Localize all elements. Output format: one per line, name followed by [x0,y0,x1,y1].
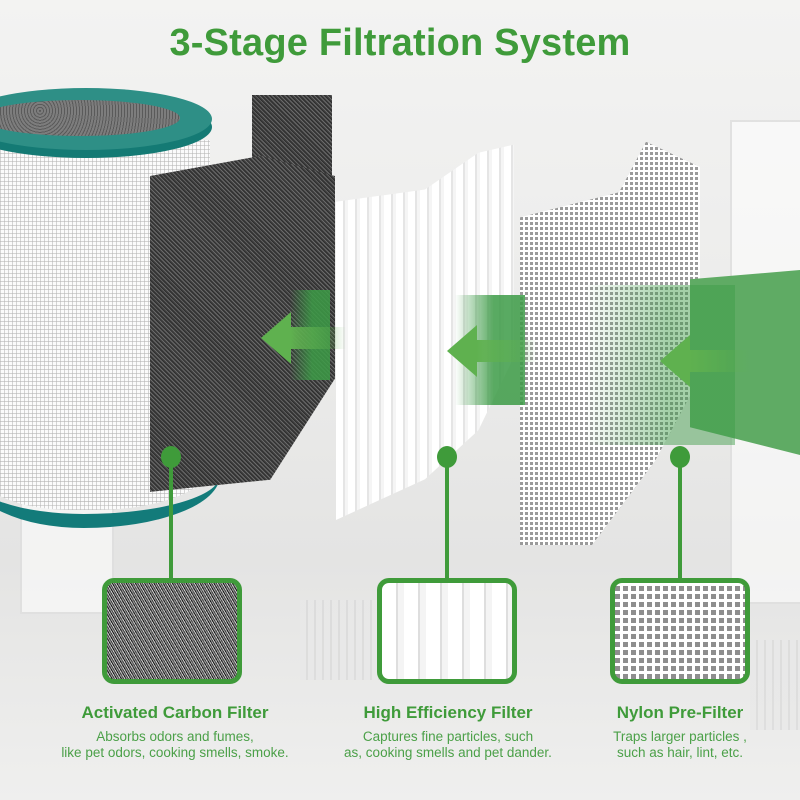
callout-dot-hepa [437,446,457,468]
filter-label-carbon: Activated Carbon Filter Absorbs odors an… [20,703,330,761]
filter-name: High Efficiency Filter [363,703,533,722]
filter-label-hepa: High Efficiency Filter Captures fine par… [318,703,578,761]
filter-description: like pet odors, cooking smells, smoke. [61,745,289,760]
filter-name: Nylon Pre-Filter [616,703,744,722]
filter-name: Activated Carbon Filter [81,703,269,722]
callout-dot-mesh [670,446,690,468]
background-radiator-right [750,640,800,730]
page-title: 3-Stage Filtration System [169,22,631,64]
filter-description: as, cooking smells and pet dander. [344,745,552,760]
callout-dot-carbon [161,446,181,468]
callout-line-hepa [445,464,449,580]
filter-description: Traps larger particles , [613,729,747,744]
filter-description: such as hair, lint, etc. [616,745,744,760]
background-radiator-left [300,600,380,680]
callout-line-mesh [678,464,682,580]
filter-label-nylon: Nylon Pre-Filter Traps larger particles … [590,703,770,761]
filter-description: Absorbs odors and fumes, [96,729,254,744]
hepa-texture-swatch [377,578,517,684]
carbon-texture-swatch [102,578,242,684]
callout-line-carbon [169,464,173,580]
cylinder-filter-inner-carbon [0,100,180,136]
filter-description: Captures fine particles, such [362,729,534,744]
mesh-texture-swatch [610,578,750,684]
